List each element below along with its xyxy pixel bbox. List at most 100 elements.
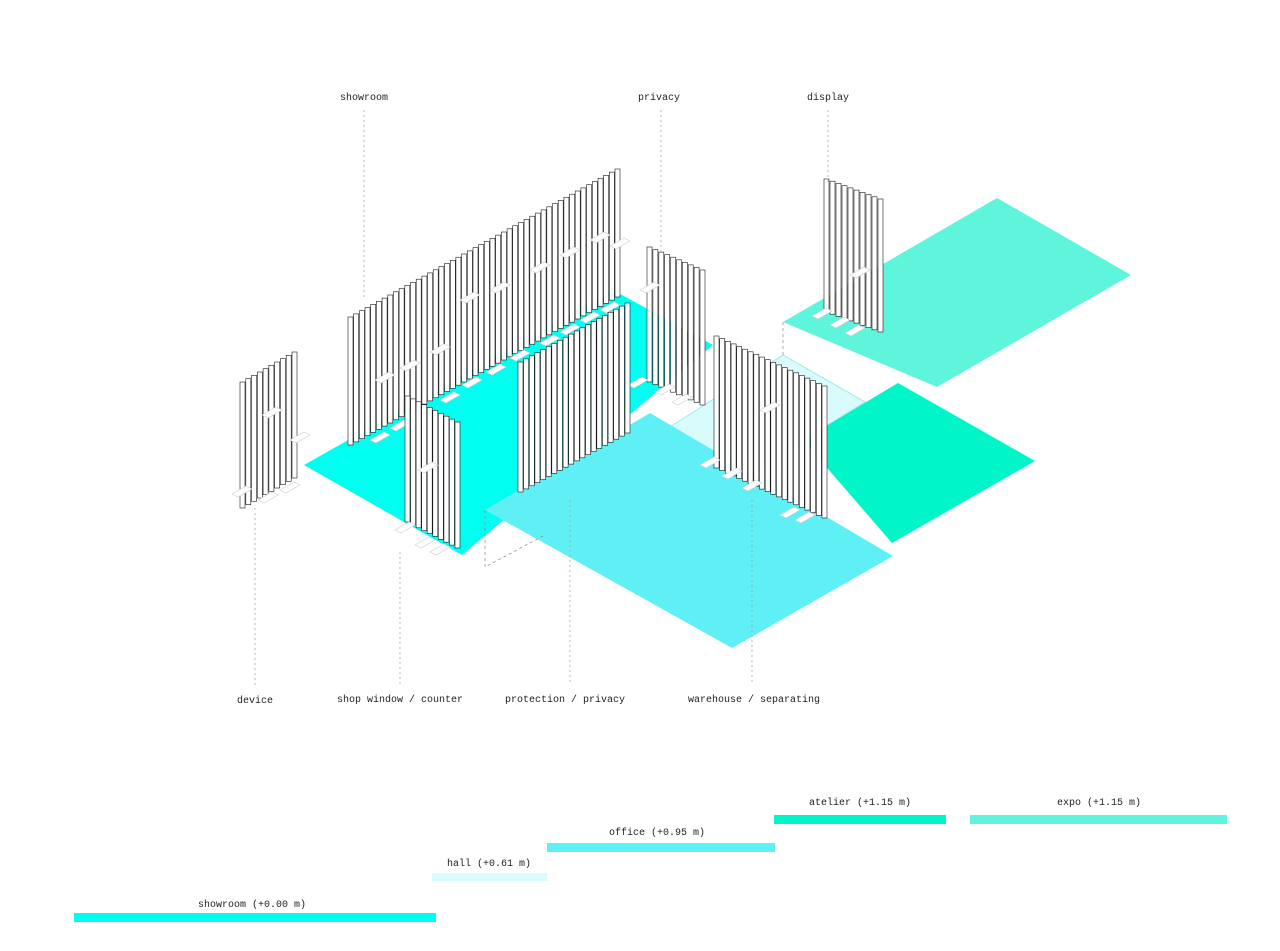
shelf-board xyxy=(609,237,631,250)
shelf-board xyxy=(231,485,253,498)
shelf-board xyxy=(417,461,439,474)
fin-slat xyxy=(518,222,524,351)
wall-display xyxy=(823,178,884,333)
level-label: office (+0.95 m) xyxy=(609,827,705,839)
fin-slat xyxy=(580,187,587,317)
fin-slat xyxy=(398,288,405,418)
floor-edge-dashed xyxy=(484,510,546,568)
fin-slat xyxy=(291,351,298,479)
fin-slat xyxy=(461,253,467,383)
wall-device xyxy=(239,351,298,509)
shelf-board xyxy=(579,311,601,324)
fin-slat xyxy=(466,250,473,380)
shelf-board xyxy=(394,521,416,534)
fin-slat xyxy=(512,225,519,354)
fin-slat xyxy=(432,410,439,537)
fin-slat xyxy=(776,364,782,498)
fin-slat xyxy=(557,339,563,471)
fin-slat xyxy=(602,315,608,446)
level-label: atelier (+1.15 m) xyxy=(809,797,911,809)
level-bar xyxy=(74,913,436,922)
fin-slat xyxy=(652,249,659,385)
shelf-board xyxy=(429,343,451,356)
shelf-board xyxy=(794,511,816,524)
level-office: office (+0.95 m) xyxy=(547,827,775,852)
level-bar xyxy=(547,843,775,852)
fin-slat xyxy=(603,175,609,304)
fin-slat xyxy=(421,275,428,405)
shelf-board xyxy=(485,363,507,376)
wall-showroom xyxy=(347,168,621,446)
label-device: device xyxy=(237,695,273,707)
label-protection-privacy: protection / privacy xyxy=(505,694,625,706)
fin-slat xyxy=(523,219,530,348)
fin-slat xyxy=(489,238,496,367)
shelf-board xyxy=(627,376,649,389)
fin-slat xyxy=(529,215,536,345)
fin-slat xyxy=(262,368,269,496)
fin-slat xyxy=(410,398,416,526)
fin-slat xyxy=(815,383,822,516)
fin-slat xyxy=(725,340,731,474)
fin-slat xyxy=(381,297,388,427)
fin-slat xyxy=(478,244,485,373)
fin-slat xyxy=(719,338,726,471)
shelf-board xyxy=(257,491,279,504)
level-hall: hall (+0.61 m) xyxy=(432,858,547,881)
fin-slat xyxy=(449,259,456,389)
level-bar xyxy=(432,873,547,881)
fin-slat xyxy=(562,336,569,468)
level-label: hall (+0.61 m) xyxy=(447,858,531,870)
fin-slat xyxy=(540,349,546,480)
label-shop-window-counter: shop window / counter xyxy=(337,694,463,706)
shelf-board xyxy=(459,291,481,304)
fin-slat xyxy=(579,327,586,459)
shelf-board xyxy=(699,456,721,469)
shelf-board xyxy=(369,431,391,444)
fin-slat xyxy=(528,355,535,487)
shelves-display xyxy=(811,266,871,337)
shelf-board xyxy=(261,406,283,419)
fin-slat xyxy=(545,346,552,477)
shelf-board xyxy=(489,281,511,294)
level-legend: showroom (+0.00 m) hall (+0.61 m) office… xyxy=(74,797,1227,922)
fin-slat xyxy=(546,206,553,336)
shelf-board xyxy=(429,543,451,556)
fin-slat xyxy=(574,190,581,320)
fin-slat xyxy=(455,256,462,386)
floor-expo xyxy=(783,198,1131,387)
fin-slat xyxy=(823,178,830,313)
shelf-board xyxy=(374,371,396,384)
fin-slat xyxy=(835,183,842,317)
fin-slat xyxy=(557,200,564,329)
fin-slat xyxy=(687,264,694,401)
fin-slat xyxy=(364,307,371,436)
fin-slat xyxy=(359,310,365,440)
fin-slat xyxy=(658,251,665,388)
fin-slat xyxy=(670,256,676,393)
fin-slat xyxy=(730,343,737,477)
fin-slat xyxy=(614,168,621,298)
fin-slat xyxy=(552,203,558,332)
shelf-board xyxy=(439,391,461,404)
shelves-shop-window xyxy=(394,461,451,556)
shelf-board xyxy=(811,307,833,320)
fin-slat xyxy=(829,180,836,315)
fin-slat xyxy=(747,351,754,485)
fin-slat xyxy=(563,197,570,326)
fin-slat xyxy=(506,228,513,358)
fin-slat xyxy=(736,346,743,479)
shelf-board xyxy=(741,479,763,492)
shelves-privacy xyxy=(627,281,693,406)
shelves-device xyxy=(231,406,311,504)
fin-slat xyxy=(501,231,507,361)
fin-slat xyxy=(619,305,625,437)
shelf-board xyxy=(779,506,801,519)
fin-slat xyxy=(664,254,671,390)
shelf-board xyxy=(399,359,421,372)
level-label: expo (+1.15 m) xyxy=(1057,797,1141,809)
shelf-board xyxy=(829,316,851,329)
shelf-board xyxy=(759,401,781,414)
fin-slat xyxy=(268,364,275,492)
